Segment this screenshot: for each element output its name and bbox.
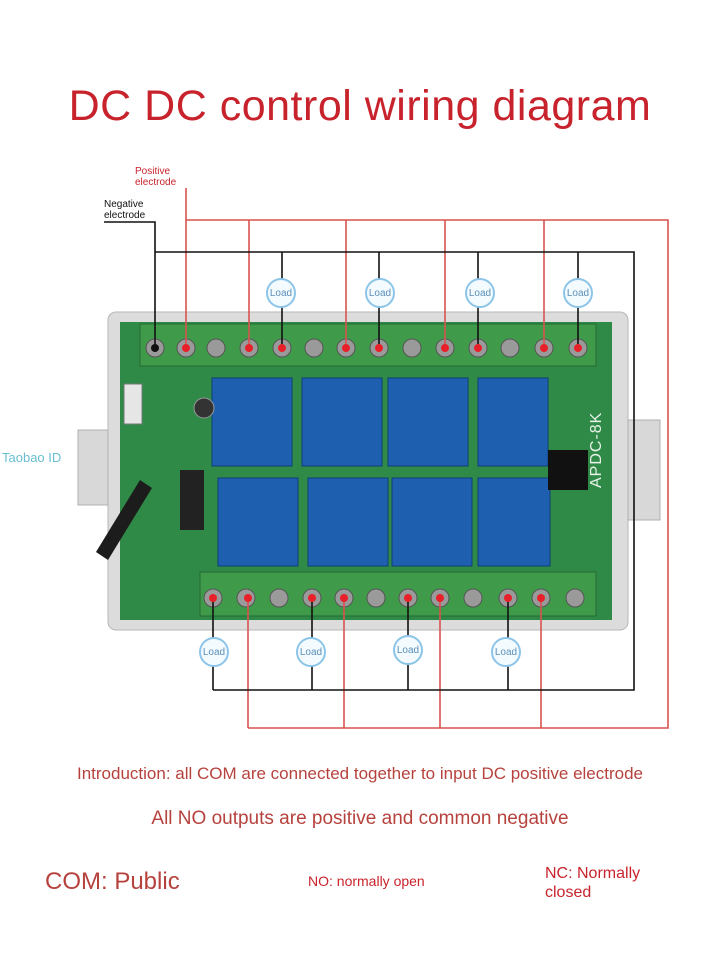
ic-chip — [180, 470, 204, 530]
com-note: COM: Public — [45, 868, 180, 895]
capacitor — [193, 397, 215, 419]
relay-8 — [477, 477, 551, 567]
positive-electrode-label: Positive electrode — [135, 166, 177, 188]
no-note: NO: normally open — [308, 873, 425, 889]
crystal — [123, 383, 143, 425]
intro-note: Introduction: all COM are connected toge… — [76, 764, 644, 783]
board-model-label: APDC-8K — [588, 411, 605, 488]
bottom-terminal-strip — [199, 571, 597, 617]
positive-wires — [185, 188, 669, 729]
antenna — [96, 480, 152, 560]
relay-6 — [307, 477, 389, 567]
load-bottom-1: Load — [199, 637, 229, 667]
outputs-note: All NO outputs are positive and common n… — [151, 808, 569, 829]
nc-note: NC: Normally closed — [545, 865, 641, 901]
mounting-tab-right — [627, 419, 661, 521]
load-top-1: Load — [266, 278, 296, 308]
relay-5 — [217, 477, 299, 567]
load-bottom-4: Load — [491, 637, 521, 667]
load-top-2: Load — [365, 278, 395, 308]
connection-dots — [182, 344, 582, 602]
relay-1 — [211, 377, 293, 467]
relay-4 — [477, 377, 549, 467]
load-bottom-2: Load — [296, 637, 326, 667]
dc-jack — [548, 450, 588, 490]
diagram-title: DC DC control wiring diagram — [68, 82, 652, 130]
relays — [211, 377, 551, 567]
negative-dot — [151, 344, 159, 352]
watermark: Taobao ID — [2, 450, 62, 465]
load-bottom-3: Load — [393, 635, 423, 665]
negative-electrode-label: Negative electrode — [104, 199, 146, 221]
relay-3 — [387, 377, 469, 467]
relay-2 — [301, 377, 383, 467]
load-top-3: Load — [465, 278, 495, 308]
load-top-4: Load — [563, 278, 593, 308]
mounting-tab-left — [77, 429, 109, 506]
relay-7 — [391, 477, 473, 567]
